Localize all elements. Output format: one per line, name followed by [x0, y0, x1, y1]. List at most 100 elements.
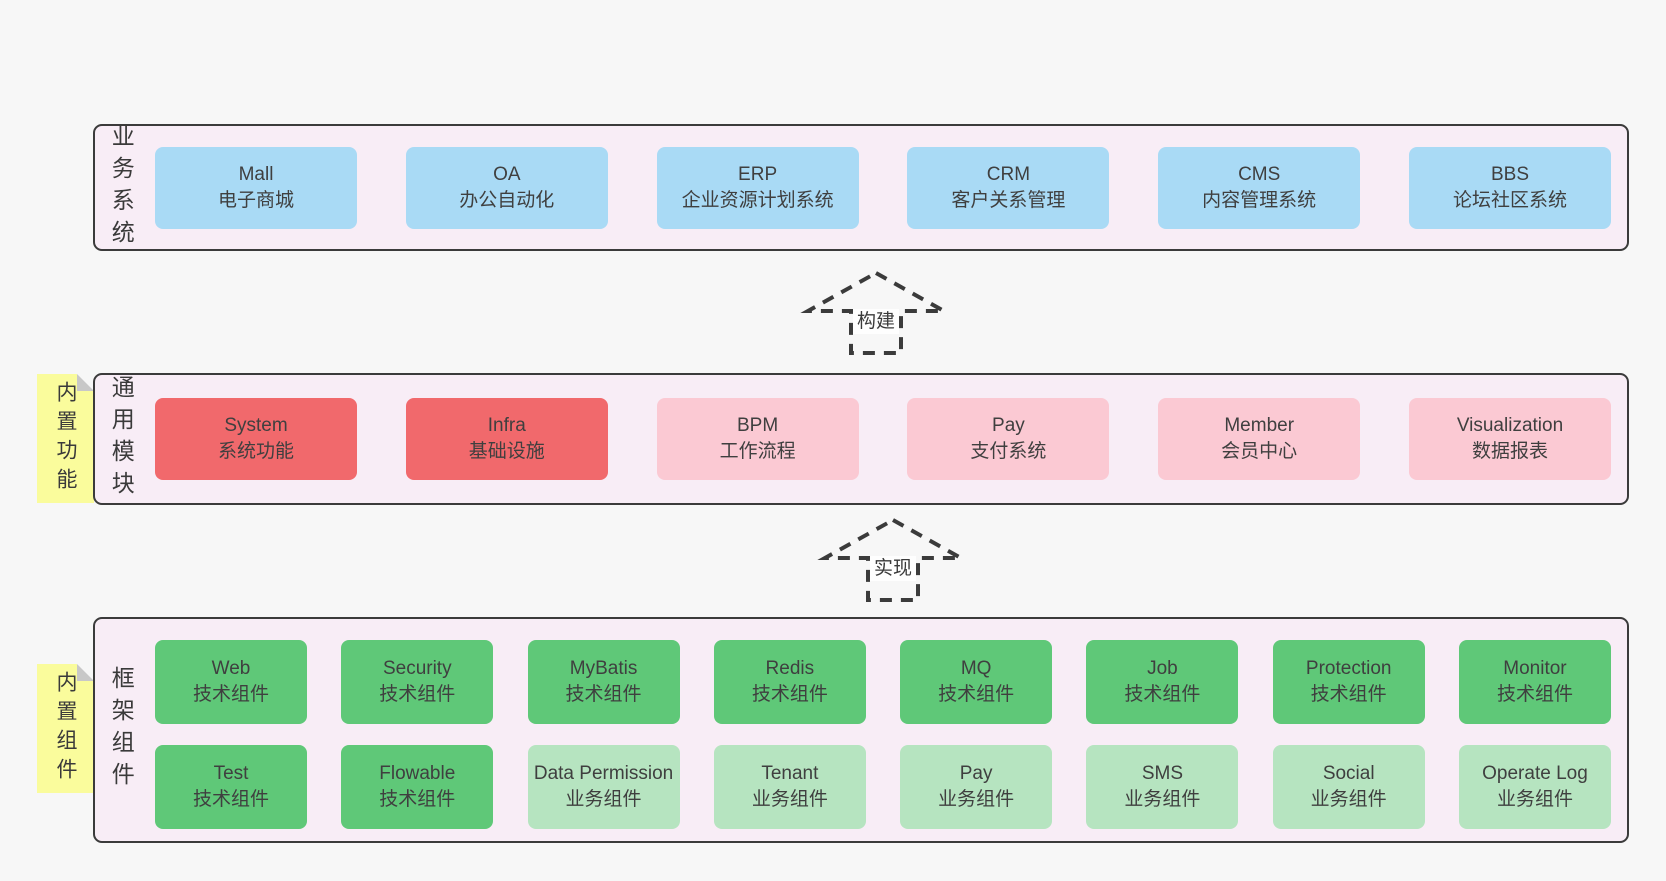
box-security-name: Security: [382, 658, 452, 679]
box-mq-desc: 技术组件: [938, 684, 1015, 705]
box-cms: CMS 内容管理系统: [1158, 146, 1361, 229]
box-tenant-name: Tenant: [761, 763, 819, 784]
box-bpm-name: BPM: [737, 415, 779, 436]
layer-label-common-modules: 通用模块: [108, 375, 135, 503]
box-bbs: BBS 论坛社区系统: [1408, 146, 1611, 229]
box-oa-desc: 办公自动化: [459, 189, 555, 211]
box-bbs-name: BBS: [1490, 163, 1529, 185]
box-bpm: BPM 工作流程: [656, 398, 859, 480]
box-pay-biz-desc: 业务组件: [938, 789, 1015, 810]
note-built-in-components: 内置组件: [37, 664, 94, 793]
box-mall-name: Mall: [238, 163, 274, 185]
box-protection: Protection 技术组件: [1272, 640, 1425, 724]
dashed-up-arrow-icon: [817, 517, 969, 602]
box-pay: Pay 支付系统: [907, 398, 1110, 480]
box-mq: MQ 技术组件: [900, 640, 1053, 724]
box-system-name: System: [224, 415, 288, 436]
layer-framework-components: 框架组件 Web 技术组件 Security 技术组件 MyBatis 技术组件…: [93, 617, 1629, 843]
box-test-desc: 技术组件: [192, 789, 269, 810]
box-pay-name: Pay: [992, 415, 1025, 436]
box-security: Security 技术组件: [341, 640, 494, 724]
dashed-up-arrow-icon: [800, 270, 952, 355]
box-test-name: Test: [213, 763, 249, 784]
box-flowable: Flowable 技术组件: [341, 745, 494, 829]
box-security-desc: 技术组件: [379, 684, 456, 705]
box-visualization-name: Visualization: [1456, 415, 1564, 436]
layer-common-modules: 通用模块 System 系统功能 Infra 基础设施 BPM 工作流程 Pay…: [93, 373, 1629, 505]
box-operate-log-name: Operate Log: [1482, 763, 1588, 784]
box-sms: SMS 业务组件: [1086, 745, 1239, 829]
box-redis-desc: 技术组件: [751, 684, 828, 705]
arrow-build-label: 构建: [852, 309, 900, 334]
box-tenant-desc: 业务组件: [751, 789, 828, 810]
box-data-permission-desc: 业务组件: [565, 789, 642, 810]
box-system-desc: 系统功能: [217, 441, 294, 462]
box-mall: Mall 电子商城: [155, 146, 357, 229]
box-crm-name: CRM: [986, 163, 1031, 185]
box-crm-desc: 客户关系管理: [951, 189, 1066, 211]
box-bpm-desc: 工作流程: [719, 441, 796, 462]
arrow-implement-label: 实现: [869, 556, 917, 581]
box-web: Web 技术组件: [155, 640, 307, 724]
box-mall-desc: 电子商城: [217, 189, 294, 211]
note-built-in-components-label: 内置组件: [54, 670, 78, 787]
box-job-name: Job: [1147, 658, 1178, 679]
box-sms-name: SMS: [1141, 763, 1183, 784]
box-data-permission: Data Permission 业务组件: [527, 745, 680, 829]
box-flowable-desc: 技术组件: [379, 789, 456, 810]
box-bbs-desc: 论坛社区系统: [1452, 189, 1567, 211]
box-test: Test 技术组件: [155, 745, 307, 829]
box-social: Social 业务组件: [1272, 745, 1425, 829]
box-redis-name: Redis: [765, 658, 815, 679]
box-visualization-desc: 数据报表: [1471, 441, 1548, 462]
box-erp-name: ERP: [738, 163, 778, 185]
box-crm: CRM 客户关系管理: [907, 146, 1110, 229]
box-web-name: Web: [211, 658, 251, 679]
box-job: Job 技术组件: [1086, 640, 1239, 724]
box-mybatis-desc: 技术组件: [565, 684, 642, 705]
note-built-in-features-label: 内置功能: [54, 380, 78, 497]
business-systems-row: Mall 电子商城 OA 办公自动化 ERP 企业资源计划系统 CRM 客户关系…: [155, 146, 1611, 229]
box-sms-desc: 业务组件: [1124, 789, 1201, 810]
box-system: System 系统功能: [155, 398, 357, 480]
box-data-permission-name: Data Permission: [533, 763, 674, 784]
box-tenant: Tenant 业务组件: [713, 745, 866, 829]
box-redis: Redis 技术组件: [713, 640, 866, 724]
box-pay-biz-name: Pay: [959, 763, 993, 784]
layer-business-systems: 业务系统 Mall 电子商城 OA 办公自动化 ERP 企业资源计划系统 CRM…: [93, 123, 1629, 252]
box-erp-desc: 企业资源计划系统: [681, 189, 834, 211]
box-infra-name: Infra: [487, 415, 526, 436]
box-pay-biz: Pay 业务组件: [900, 745, 1053, 829]
box-web-desc: 技术组件: [192, 684, 269, 705]
box-infra-desc: 基础设施: [468, 441, 545, 462]
box-oa-name: OA: [493, 163, 521, 185]
box-visualization: Visualization 数据报表: [1408, 398, 1611, 480]
arrow-implement: 实现: [817, 517, 969, 603]
box-mybatis-name: MyBatis: [569, 658, 638, 679]
note-built-in-features: 内置功能: [37, 374, 94, 503]
box-member: Member 会员中心: [1158, 398, 1361, 480]
box-mybatis: MyBatis 技术组件: [527, 640, 680, 724]
box-monitor: Monitor 技术组件: [1458, 640, 1611, 724]
framework-components-row-2: Test 技术组件 Flowable 技术组件 Data Permission …: [155, 745, 1611, 829]
box-operate-log-desc: 业务组件: [1496, 789, 1573, 810]
box-social-name: Social: [1322, 763, 1375, 784]
box-monitor-name: Monitor: [1503, 658, 1567, 679]
box-social-desc: 业务组件: [1310, 789, 1387, 810]
box-member-desc: 会员中心: [1221, 441, 1298, 462]
box-member-name: Member: [1224, 415, 1295, 436]
box-monitor-desc: 技术组件: [1496, 684, 1573, 705]
arrow-build: 构建: [800, 270, 952, 356]
box-cms-desc: 内容管理系统: [1202, 189, 1317, 211]
box-pay-desc: 支付系统: [970, 441, 1047, 462]
box-oa: OA 办公自动化: [405, 146, 608, 229]
box-erp: ERP 企业资源计划系统: [656, 146, 859, 229]
layer-label-framework-components: 框架组件: [108, 666, 135, 794]
box-cms-name: CMS: [1238, 163, 1281, 185]
layer-label-business-systems: 业务系统: [108, 123, 135, 252]
box-operate-log: Operate Log 业务组件: [1458, 745, 1611, 829]
framework-components-row-1: Web 技术组件 Security 技术组件 MyBatis 技术组件 Redi…: [155, 640, 1611, 724]
box-job-desc: 技术组件: [1124, 684, 1201, 705]
box-protection-desc: 技术组件: [1310, 684, 1387, 705]
